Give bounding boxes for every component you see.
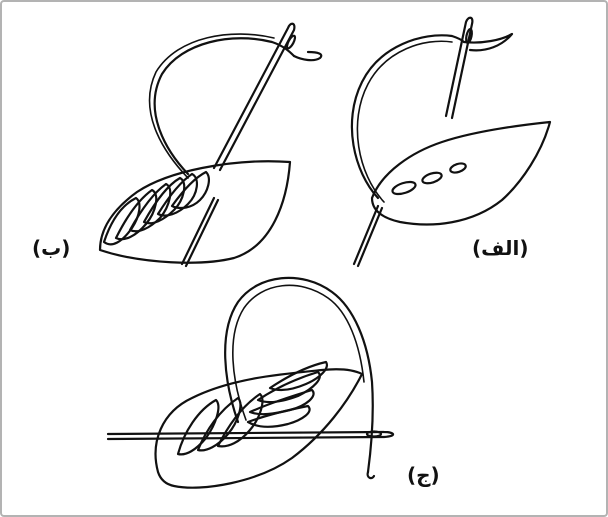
label-jim: (ج) bbox=[407, 463, 440, 487]
panel-a-thread bbox=[350, 34, 466, 200]
panel-a-needle bbox=[444, 16, 474, 120]
panel-j-needle bbox=[106, 430, 395, 441]
panel-b-needle bbox=[212, 22, 296, 172]
panel-j-thread bbox=[224, 276, 374, 474]
panel-a-drawing bbox=[350, 16, 552, 268]
panel-j-drawing bbox=[106, 276, 395, 489]
panel-a-fabric bbox=[370, 120, 552, 226]
panel-b-thread bbox=[153, 37, 296, 176]
label-b: (ب) bbox=[32, 236, 71, 260]
panel-a-stitches bbox=[391, 162, 467, 196]
panel-b-drawing bbox=[98, 22, 323, 268]
panel-b-stitches bbox=[102, 170, 210, 246]
panel-j-stitches bbox=[176, 360, 328, 456]
label-alef: (الف) bbox=[472, 236, 529, 260]
panel-j-fabric bbox=[154, 368, 364, 489]
panel-b-fabric bbox=[98, 160, 292, 264]
